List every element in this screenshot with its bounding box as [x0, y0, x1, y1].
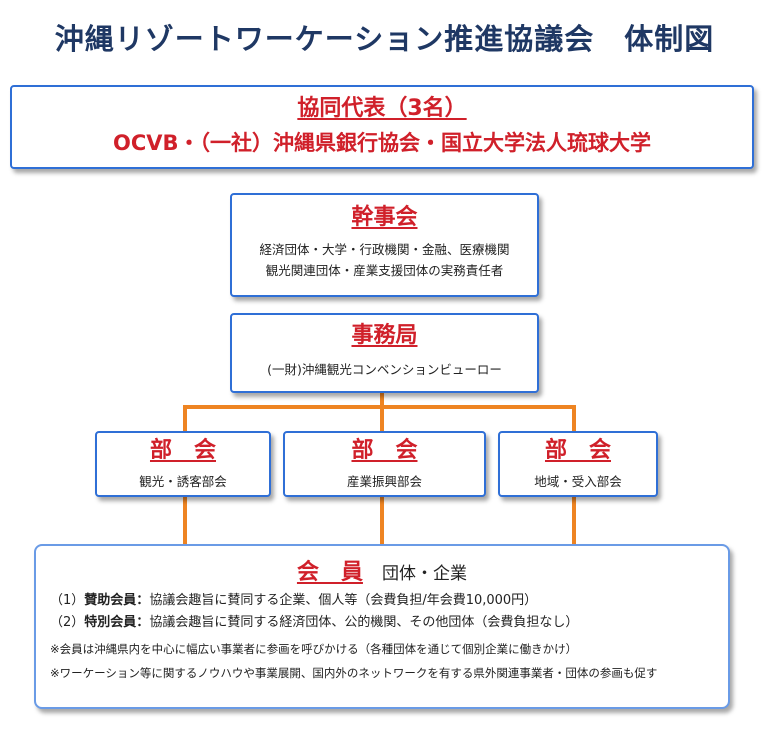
- member-row-colon: ：: [136, 593, 150, 608]
- office-line1: (一財)沖縄観光コンベンションビューロー: [267, 362, 502, 377]
- bukai-box-industry: 部 会 産業振興部会: [283, 431, 486, 497]
- page-title: 沖縄リゾートワーケーション推進協議会 体制図: [54, 22, 715, 56]
- bukai-label: 産業振興部会: [346, 474, 422, 489]
- bukai-heading: 部 会: [351, 438, 418, 463]
- bukai-heading: 部 会: [544, 438, 611, 463]
- members-heading: 会 員: [296, 560, 363, 585]
- members-box: 会 員 団体・企業 （1）賛助会員：協議会趣旨に賛同する企業、個人等（会費負担/…: [34, 544, 730, 709]
- representative-box: 協同代表（3名） OCVB・（一社）沖縄県銀行協会・国立大学法人琉球大学: [10, 85, 754, 169]
- connector-horizontal: [183, 405, 576, 409]
- bukai-label: 観光・誘客部会: [139, 474, 227, 489]
- kanji-box: 幹事会 経済団体・大学・行政機関・金融、医療機関 観光関連団体・産業支援団体の実…: [230, 193, 539, 297]
- member-row-num: （1）: [50, 593, 85, 608]
- member-row-supporting: （1）賛助会員：協議会趣旨に賛同する企業、個人等（会費負担/年会費10,000円…: [50, 592, 728, 610]
- members-subtitle: 団体・企業: [382, 564, 468, 584]
- member-row-special: （2）特別会員：協議会趣旨に賛同する経済団体、公的機関、その他団体（会費負担なし…: [50, 614, 728, 632]
- members-note-1: ※会員は沖縄県内を中心に幅広い事業者に参画を呼びかける（各種団体を通じて個別企業…: [50, 642, 578, 657]
- bukai-box-regional: 部 会 地域・受入部会: [498, 431, 658, 497]
- member-row-text: 協議会趣旨に賛同する経済団体、公的機関、その他団体（会費負担なし）: [149, 615, 579, 631]
- representative-heading: 協同代表（3名）: [297, 96, 467, 121]
- kanji-line1: 経済団体・大学・行政機関・金融、医療機関: [259, 242, 510, 257]
- bukai-heading: 部 会: [149, 438, 216, 463]
- bukai-box-tourism: 部 会 観光・誘客部会: [95, 431, 271, 497]
- kanji-line2: 観光関連団体・産業支援団体の実務責任者: [265, 263, 504, 278]
- representative-members: OCVB・（一社）沖縄県銀行協会・国立大学法人琉球大学: [112, 131, 652, 155]
- members-note-2: ※ワーケーション等に関するノウハウや事業展開、国内外のネットワークを有する県外関…: [50, 666, 658, 681]
- member-row-label: 特別会員: [84, 615, 137, 631]
- kanji-heading: 幹事会: [351, 205, 418, 230]
- member-row-num: （2）: [50, 615, 85, 631]
- member-row-label: 賛助会員: [84, 593, 137, 608]
- connector-office-stem: [380, 393, 384, 409]
- members-header: 会 員 団体・企業: [50, 554, 728, 586]
- bukai-label: 地域・受入部会: [534, 474, 622, 489]
- office-box: 事務局 (一財)沖縄観光コンベンションビューロー: [230, 313, 539, 393]
- member-row-colon: ：: [136, 615, 150, 631]
- member-row-text: 協議会趣旨に賛同する企業、個人等（会費負担/年会費10,000円）: [149, 593, 538, 608]
- office-heading: 事務局: [351, 323, 418, 348]
